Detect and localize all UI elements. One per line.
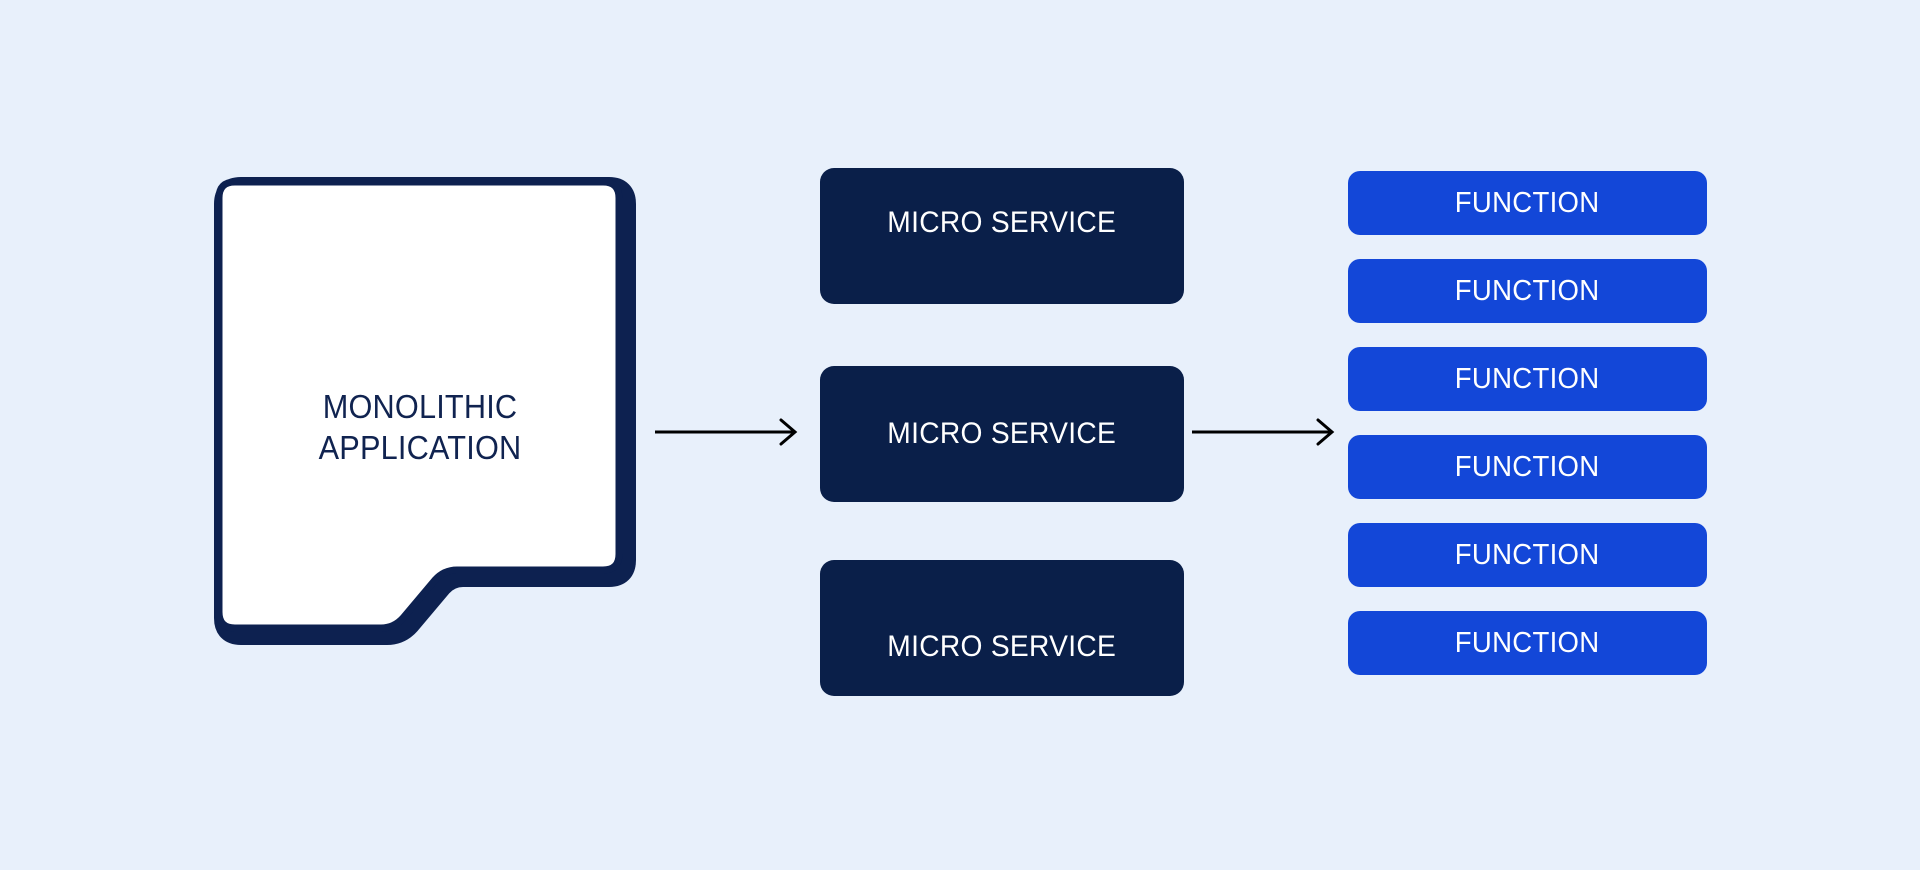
function-box[interactable]: FUNCTION (1348, 523, 1707, 587)
function-box[interactable]: FUNCTION (1348, 171, 1707, 235)
function-label: FUNCTION (1455, 362, 1600, 395)
function-box[interactable]: FUNCTION (1348, 611, 1707, 675)
function-label: FUNCTION (1455, 538, 1600, 571)
arrow-services-to-functions-icon (1192, 418, 1335, 446)
micro-service-box[interactable]: MICRO SERVICE (820, 366, 1184, 502)
function-label: FUNCTION (1455, 626, 1600, 659)
micro-service-box[interactable]: MICRO SERVICE (820, 168, 1184, 304)
functions-column: FUNCTION FUNCTION FUNCTION FUNCTION FUNC… (1348, 171, 1707, 675)
function-label: FUNCTION (1455, 450, 1600, 483)
monolith-document-svg (214, 177, 636, 645)
function-box[interactable]: FUNCTION (1348, 435, 1707, 499)
function-label: FUNCTION (1455, 274, 1600, 307)
micro-service-label: MICRO SERVICE (887, 417, 1117, 450)
monolith-outline (215, 178, 623, 632)
monolith-application-shape: MONOLITHIC APPLICATION (205, 168, 655, 700)
arrow-monolith-to-services-icon (655, 418, 798, 446)
micro-services-column: MICRO SERVICE MICRO SERVICE MICRO SERVIC… (820, 168, 1184, 700)
micro-service-label: MICRO SERVICE (887, 630, 1117, 663)
function-box[interactable]: FUNCTION (1348, 347, 1707, 411)
micro-service-box[interactable]: MICRO SERVICE (820, 560, 1184, 696)
function-box[interactable]: FUNCTION (1348, 259, 1707, 323)
function-label: FUNCTION (1455, 186, 1600, 219)
micro-service-label: MICRO SERVICE (887, 206, 1117, 239)
